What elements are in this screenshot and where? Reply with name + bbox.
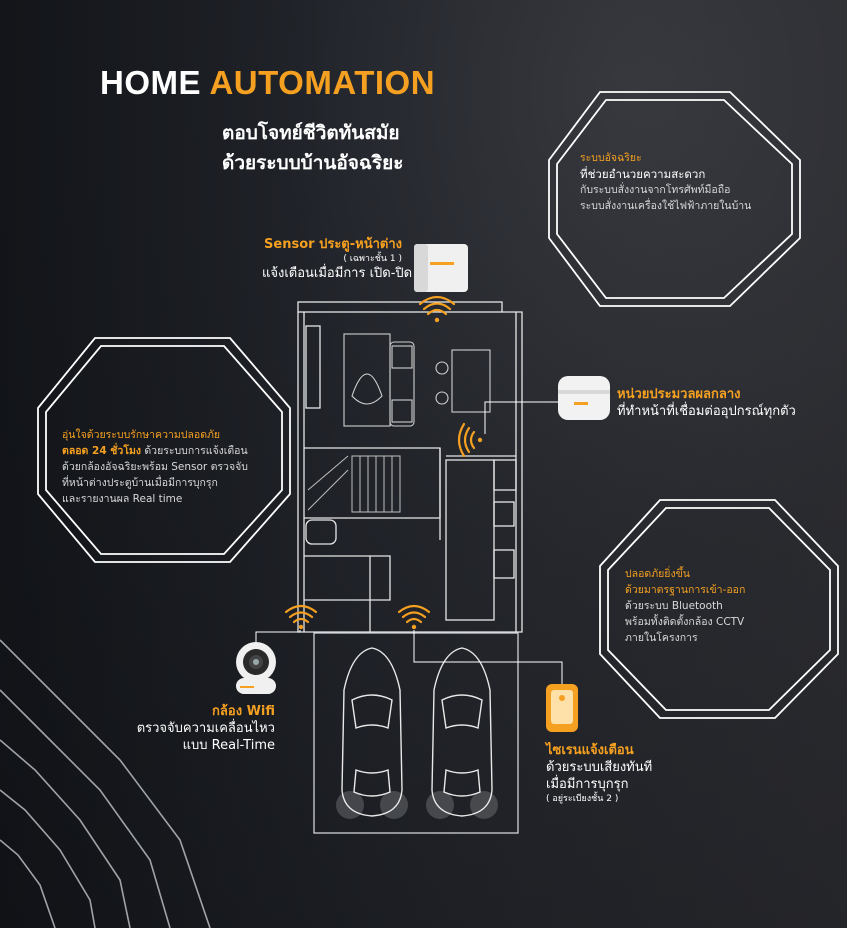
wifi-dot-hub — [477, 437, 483, 443]
hub-title: หน่วยประมวลผลกลาง — [617, 387, 741, 402]
camera-desc1: ตรวจจับความเคลื่อนไหว — [136, 721, 275, 736]
octagon-right — [599, 499, 839, 719]
page-title: HOME AUTOMATION — [100, 64, 435, 102]
security-line1: อุ่นใจด้วยระบบรักษาความปลอดภัย — [62, 429, 221, 441]
smart-system-line3: ระบบสั่งงานเครื่องใช้ไฟฟ้าภายในบ้าน — [580, 200, 752, 212]
security-line2-orange: ตลอด 24 ชั่วโมง — [62, 445, 142, 457]
plan-living-room — [343, 333, 491, 427]
sensor-desc: แจ้งเตือนเมื่อมีการ เปิด-ปิด — [262, 266, 413, 281]
sensor-title: Sensor ประตู-หน้าต่าง — [264, 237, 402, 252]
camera-label: กล้อง Wifi ตรวจจับความเคลื่อนไหว แบบ Rea… — [130, 703, 275, 754]
security-line4: ที่หน้าต่างประตูบ้านเมื่อมีการบุกรุก — [62, 477, 218, 489]
car-lights — [336, 791, 498, 819]
octagon-left-text: อุ่นใจด้วยระบบรักษาความปลอดภัย ตลอด 24 ช… — [62, 427, 248, 507]
camera-desc2: แบบ Real-Time — [182, 738, 275, 753]
wifi-dot-camera — [298, 624, 304, 630]
plan-stairs — [307, 455, 401, 513]
wifi-dot-sensor — [434, 317, 440, 323]
wifi-icon-camera — [284, 604, 318, 624]
wifi-dot-siren — [411, 624, 417, 630]
security-line3: ด้วยกล้องอัจฉริยะพร้อม Sensor ตรวจจับ — [62, 461, 248, 473]
title-part2: AUTOMATION — [209, 64, 436, 101]
door-sensor-device-icon — [414, 244, 468, 292]
siren-desc1: ด้วยระบบเสียงทันที — [546, 760, 653, 775]
octagon-top-right — [548, 91, 801, 307]
siren-device-icon — [546, 684, 578, 732]
subtitle-line1: ตอบโจทย์ชีวิตทันสมัย — [222, 122, 400, 144]
wifi-icon-sensor — [418, 295, 456, 316]
plan-walls — [297, 301, 523, 633]
wifi-camera-device-icon — [236, 642, 276, 694]
wifi-icon-siren — [397, 604, 431, 624]
security-line2-rest: ด้วยระบบการแจ้งเตือน — [144, 445, 248, 457]
hub-label: หน่วยประมวลผลกลาง ที่ทำหน้าที่เชื่อมต่ออ… — [617, 386, 796, 420]
smart-system-line1: ที่ช่วยอำนวยความสะดวก — [580, 167, 706, 181]
corner-arcs — [0, 639, 211, 928]
octagon-left — [37, 337, 291, 563]
smart-system-line2: กับระบบสั่งงานจากโทรศัพท์มือถือ — [580, 184, 731, 196]
access-line1: ปลอดภัยยิ่งขึ้น — [625, 568, 690, 580]
security-line5: และรายงานผล Real time — [62, 493, 183, 505]
wifi-icon-hub — [457, 422, 476, 458]
access-line4: พร้อมทั้งติดตั้งกล้อง CCTV — [625, 616, 745, 628]
car-icons — [341, 647, 493, 817]
access-line5: ภายในโครงการ — [625, 632, 698, 644]
smart-system-heading: ระบบอัจฉริยะ — [580, 152, 642, 164]
hub-desc: ที่ทำหน้าที่เชื่อมต่ออุปกรณ์ทุกตัว — [617, 404, 796, 419]
octagon-top-right-text: ระบบอัจฉริยะ ที่ช่วยอำนวยความสะดวก กับระ… — [580, 150, 751, 214]
siren-desc2: เมื่อมีการบุกรุก — [546, 777, 629, 792]
access-line3: ด้วยระบบ Bluetooth — [625, 600, 723, 612]
subtitle-line2: ด้วยระบบบ้านอัจฉริยะ — [222, 152, 404, 174]
title-part1: HOME — [100, 64, 201, 101]
octagon-right-text: ปลอดภัยยิ่งขึ้น ด้วยมาตรฐานการเข้า-ออก ด… — [625, 566, 745, 646]
camera-title: กล้อง Wifi — [212, 704, 275, 719]
siren-title: ไซเรนแจ้งเตือน — [546, 743, 634, 758]
hub-device-icon — [558, 376, 610, 420]
siren-note: ( อยู่ระเบียงชั้น 2 ) — [546, 794, 619, 804]
plan-garage — [313, 632, 519, 834]
sensor-note: ( เฉพาะชั้น 1 ) — [343, 254, 402, 264]
sensor-label: Sensor ประตู-หน้าต่าง ( เฉพาะชั้น 1 ) แจ… — [262, 236, 413, 282]
siren-label: ไซเรนแจ้งเตือน ด้วยระบบเสียงทันที เมื่อม… — [546, 742, 652, 805]
access-line2: ด้วยมาตรฐานการเข้า-ออก — [625, 584, 746, 596]
